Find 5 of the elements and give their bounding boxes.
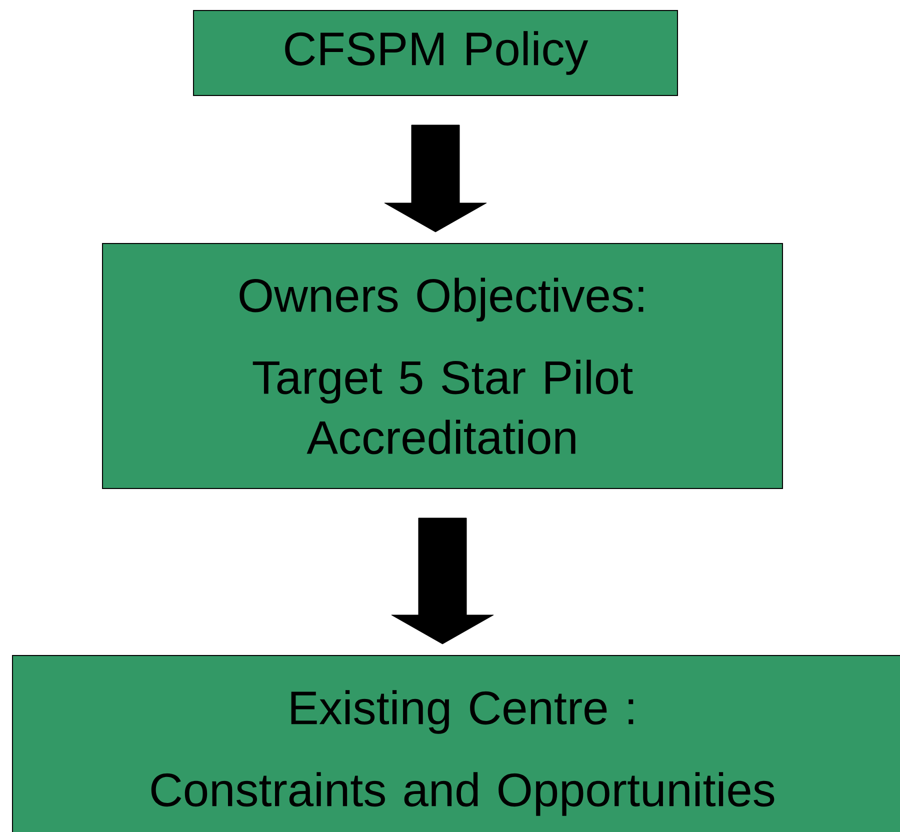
block-arrow xyxy=(384,124,487,232)
process-box: Owners Objectives: Target 5 Star Pilot Accreditation xyxy=(102,243,783,489)
block-arrow xyxy=(391,518,494,644)
process-box: CFSPM Policy xyxy=(193,10,678,96)
process-box: Existing Centre : Constraints and Opportunities xyxy=(12,655,900,832)
